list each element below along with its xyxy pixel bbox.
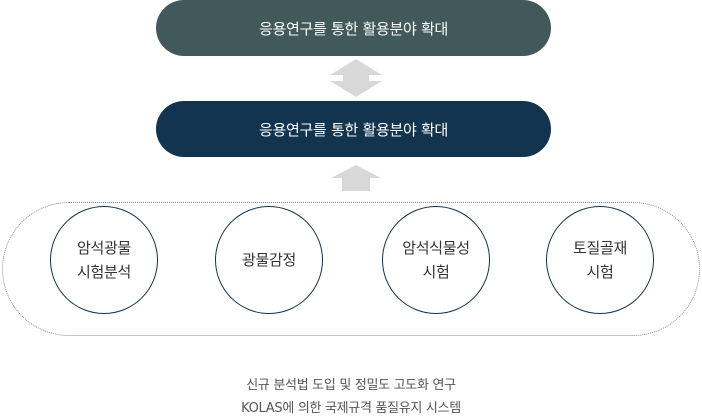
test-area-line1: 광물감정 [241, 251, 296, 269]
test-area-soil-aggregate-test: 토질골재 시험 [546, 206, 654, 314]
footer-line-2: KOLAS에 의한 국제규격 품질유지 시스템 [241, 401, 461, 416]
test-area-line2: 시험 [422, 263, 450, 281]
double-arrow-icon [330, 59, 382, 97]
test-area-mineral-appraisal: 광물감정 [215, 206, 323, 314]
test-area-group [2, 202, 700, 336]
test-area-line2: 시험 [586, 263, 614, 281]
top-banner: 응용연구를 통한 활용분야 확대 [156, 0, 551, 56]
middle-banner-label: 응용연구를 통한 활용분야 확대 [259, 120, 448, 139]
test-area-rock-mineral-analysis: 암석광물 시험분석 [50, 206, 158, 314]
middle-banner: 응용연구를 통한 활용분야 확대 [156, 101, 551, 157]
test-area-line1: 암석광물 [76, 239, 131, 257]
test-area-line1: 암석식물성 [402, 239, 470, 257]
test-area-line1: 토질골재 [572, 239, 627, 257]
test-area-line2: 시험분석 [76, 263, 131, 281]
up-arrow-icon [331, 165, 381, 191]
top-banner-label: 응용연구를 통한 활용분야 확대 [259, 19, 448, 38]
footer-line-1: 신규 분석법 도입 및 정밀도 고도화 연구 [246, 378, 456, 393]
test-area-rock-plant-test: 암석식물성 시험 [382, 206, 490, 314]
